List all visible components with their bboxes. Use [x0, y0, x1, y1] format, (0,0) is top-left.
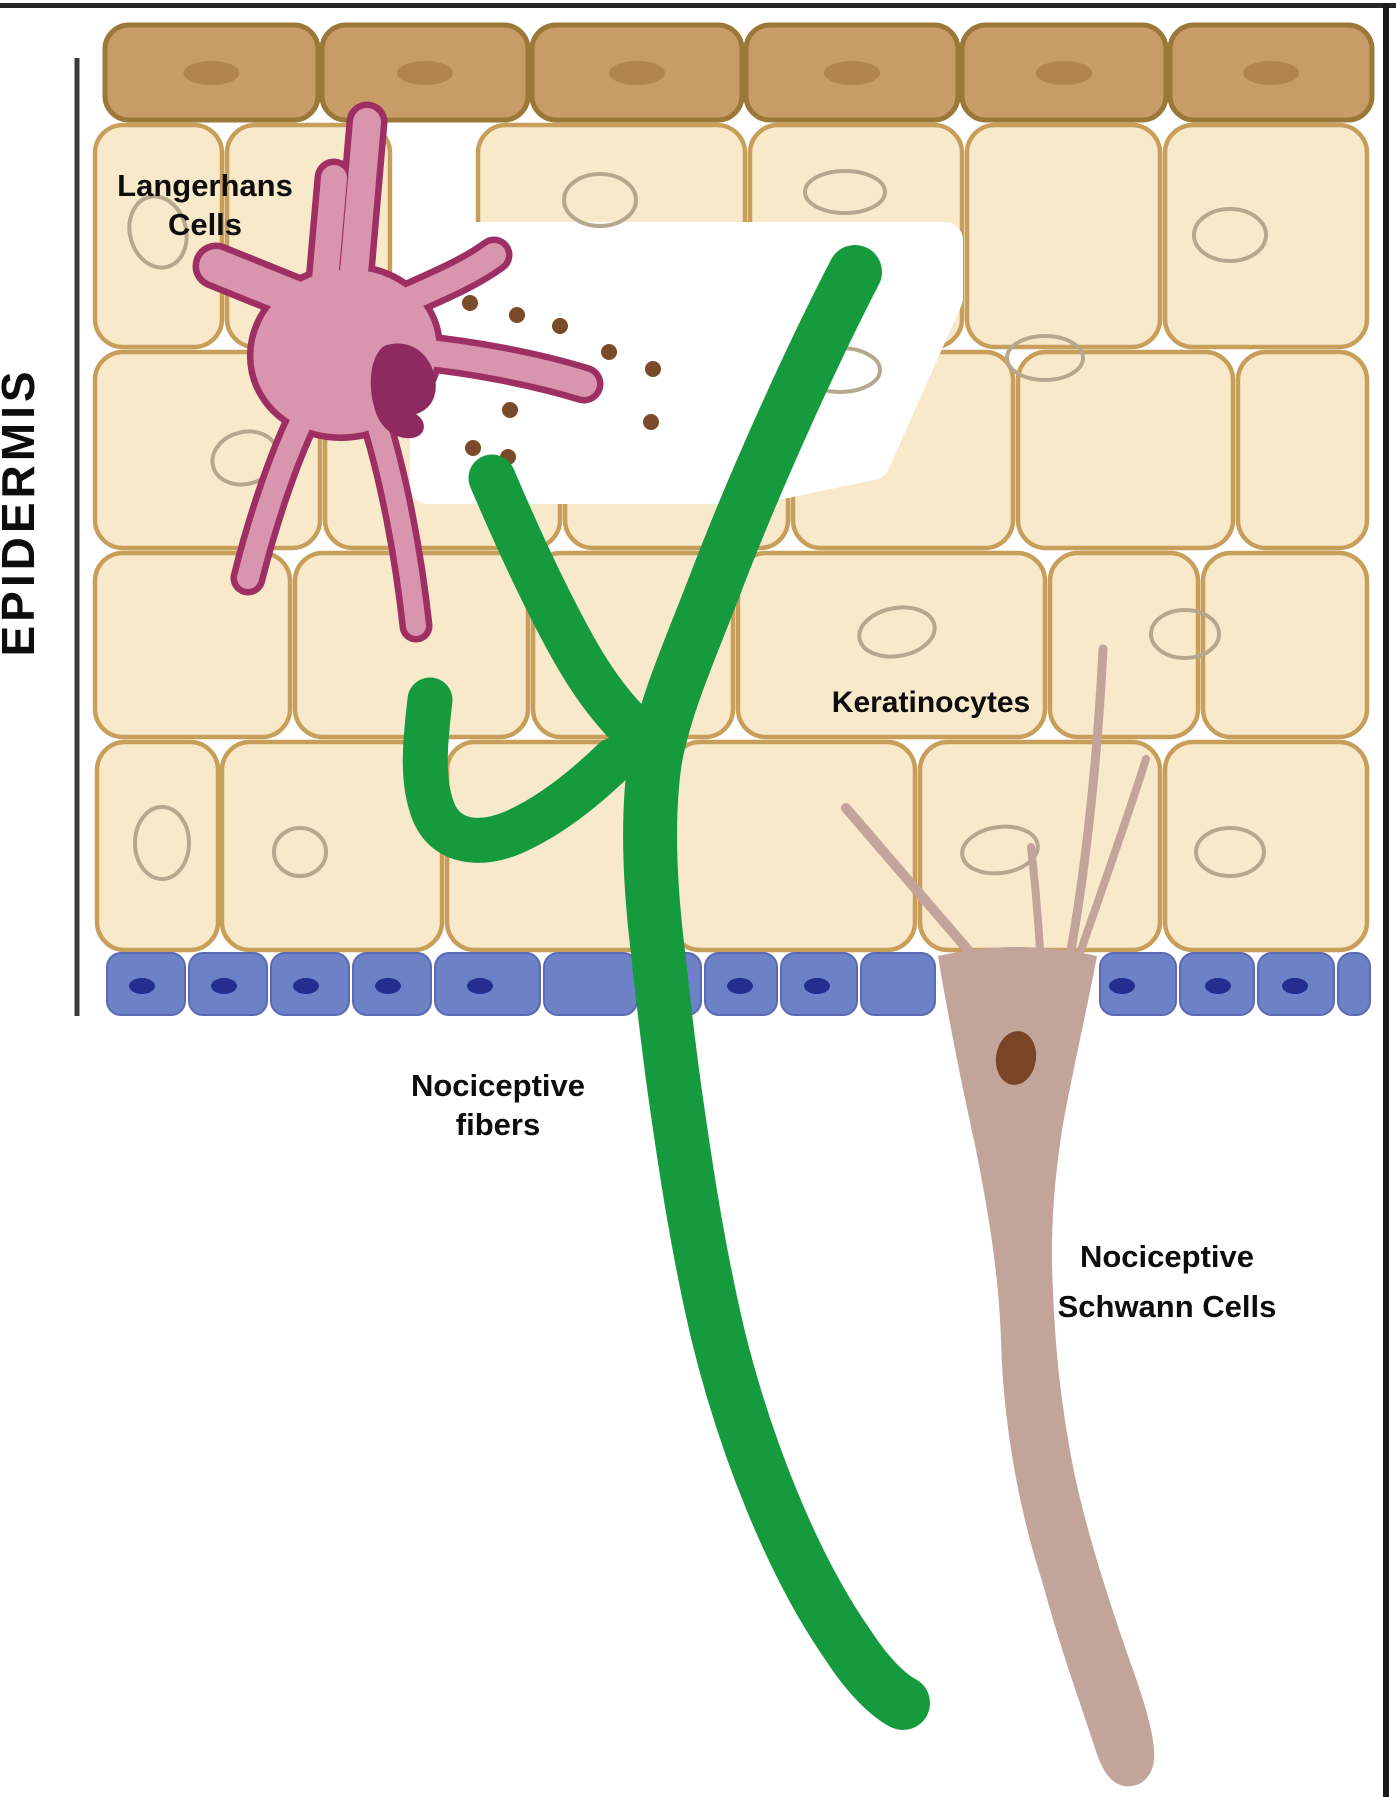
top-border-line: [0, 3, 1396, 8]
keratinocyte-cell: [1047, 550, 1201, 740]
keratinocyte-cell-nucleus: [133, 805, 191, 881]
basal-cell: [543, 952, 638, 1016]
schwann-process: [1066, 644, 1108, 955]
keratinocyte-cell: [964, 122, 1163, 350]
granule-dot: [643, 414, 659, 430]
basal-cell-nucleus: [1282, 978, 1308, 994]
granule-dot: [502, 402, 518, 418]
keratinocyte-cell-nucleus: [1194, 826, 1266, 878]
corneum-cell-nucleus: [824, 61, 880, 85]
keratinocyte-cell: [92, 122, 225, 350]
keratinocyte-cell: [735, 550, 1048, 740]
label-nociceptive-schwann-cells-line: Schwann Cells: [1058, 1289, 1277, 1324]
label-keratinocytes: Keratinocytes: [832, 686, 1030, 719]
langerhans-cell: [192, 101, 604, 643]
basal-cell-nucleus: [1205, 978, 1231, 994]
label-langerhans-cells-line: Cells: [168, 207, 242, 242]
basal-cell-nucleus: [727, 978, 753, 994]
schwann-body: [938, 947, 1155, 1787]
label-epidermis: EPIDERMIS: [0, 367, 44, 656]
schwann-process: [841, 803, 973, 955]
keratinocyte-cell-nucleus: [562, 172, 638, 228]
granule-dot: [552, 318, 568, 334]
corneum-cell-nucleus: [1243, 61, 1299, 85]
keratinocyte-cell: [94, 739, 221, 953]
schwann-nucleus: [995, 1031, 1037, 1085]
nociceptive-schwann-cell: [841, 644, 1155, 1787]
basal-cell: [1099, 952, 1177, 1016]
granule-dot: [462, 295, 478, 311]
langerhans-dendrite: [338, 108, 381, 310]
basal-cell-nucleus: [467, 978, 493, 994]
corneum-cell-nucleus: [609, 61, 665, 85]
granules: [462, 295, 661, 465]
nociceptive-fiber-branch: [623, 245, 930, 1730]
basal-cell-nucleus: [293, 978, 319, 994]
schwann-process: [1077, 755, 1150, 954]
granule-dot: [645, 361, 661, 377]
label-nociceptive-fibers: Nociceptive fibers: [411, 1068, 585, 1142]
langerhans-dendrite: [407, 339, 597, 397]
basal-cell-nucleus: [129, 978, 155, 994]
label-nociceptive-fibers-line: fibers: [456, 1107, 540, 1142]
keratinocyte-cell: [92, 550, 293, 740]
granule-dot: [509, 307, 525, 323]
basal-cell-nucleus: [211, 978, 237, 994]
langerhans-nucleus: [370, 343, 436, 439]
keratinocyte-cell-nucleus: [1149, 608, 1221, 660]
nociceptive-fiber-branch: [402, 677, 637, 863]
keratinocyte-cell-nucleus: [127, 194, 189, 270]
langerhans-dendrite: [199, 249, 347, 329]
granule-dot: [465, 440, 481, 456]
keratinocyte-cell-nucleus: [857, 605, 937, 659]
keratinocyte-cell: [1235, 349, 1370, 551]
corneum-cell-nucleus: [397, 61, 453, 85]
keratinocyte-cell: [1162, 739, 1370, 953]
label-nociceptive-fibers-line: Nociceptive: [411, 1068, 585, 1103]
keratinocyte-cell-nucleus: [803, 169, 887, 215]
nociceptive-fiber: [402, 245, 930, 1730]
langerhans-dendrite: [368, 418, 426, 636]
basal-cell-nucleus: [375, 978, 401, 994]
right-border-line: [1383, 3, 1389, 1797]
basal-cell: [1337, 952, 1371, 1016]
corneum-cell-nucleus: [183, 61, 240, 85]
label-epidermis-text: EPIDERMIS: [0, 367, 44, 656]
label-langerhans-cells-line: Langerhans: [117, 168, 293, 203]
keratinocyte-cell-nucleus: [1192, 207, 1268, 263]
keratinocyte-cell-nucleus: [1005, 334, 1085, 382]
langerhans-dendrite: [386, 243, 506, 316]
granule-dot: [601, 344, 617, 360]
basal-cell-nucleus: [804, 978, 830, 994]
basal-cell: [860, 952, 936, 1016]
stratum-corneum-layer: [102, 22, 1375, 123]
nociceptive-fiber-branch: [468, 454, 654, 750]
basal-cell-layer: [106, 952, 1371, 1016]
corneum-cell-nucleus: [1036, 61, 1092, 85]
keratinocyte-cell: [1015, 349, 1236, 551]
basal-cell-nucleus: [1109, 978, 1135, 994]
keratinocyte-cell: [1200, 550, 1370, 740]
langerhans-dendrite: [311, 165, 347, 305]
schwann-process: [1027, 843, 1044, 954]
keratinocyte-cell-nucleus: [960, 824, 1040, 876]
label-keratinocytes-text: Keratinocytes: [832, 686, 1030, 719]
label-nociceptive-schwann-cells-line: Nociceptive: [1080, 1239, 1254, 1274]
langerhans-dendrite: [237, 409, 313, 589]
keratinocyte-cell-nucleus: [272, 826, 328, 878]
